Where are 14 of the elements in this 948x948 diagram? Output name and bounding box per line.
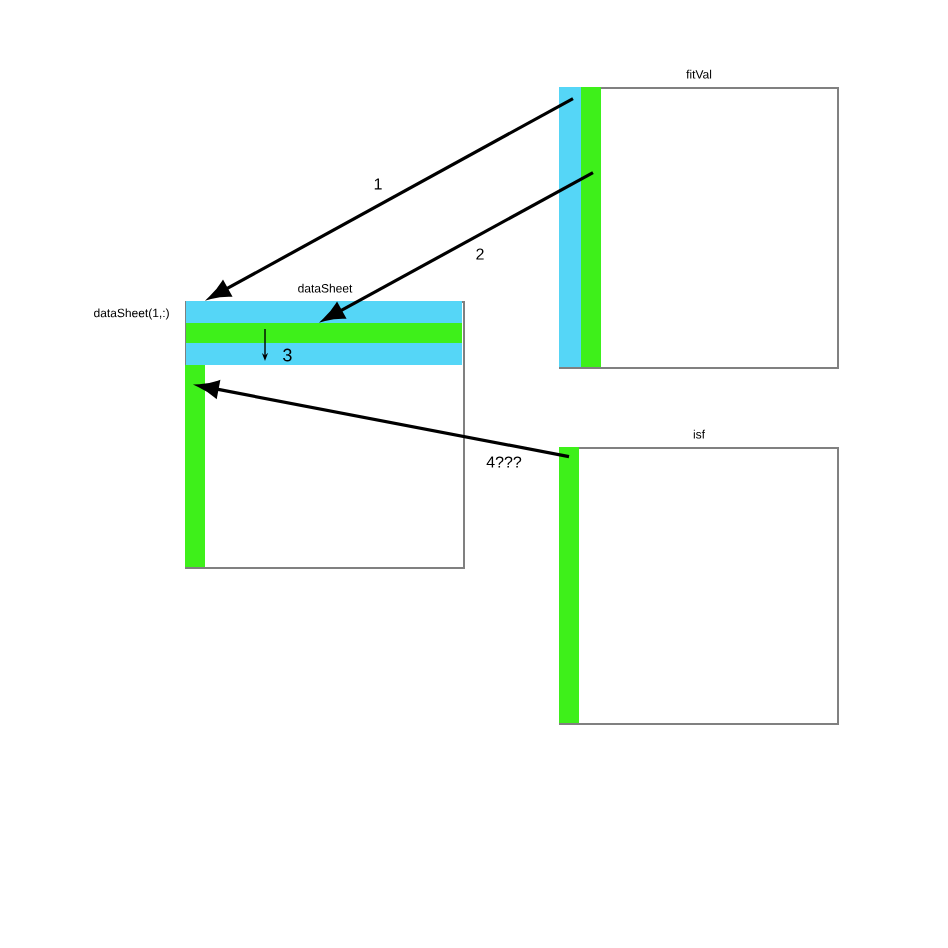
- column-bar: [185, 365, 205, 567]
- column-bar: [559, 447, 579, 723]
- row-bar: [186, 343, 462, 365]
- column-bar: [581, 87, 601, 367]
- edge-label: 3: [283, 348, 292, 362]
- column-bar: [559, 87, 581, 367]
- row-bar: [186, 301, 462, 323]
- arrow: [209, 97, 574, 300]
- edge-label: 1: [374, 178, 382, 190]
- edge-label: 4???: [486, 456, 522, 468]
- edge-label: 2: [476, 248, 484, 260]
- arrow: [197, 380, 570, 459]
- arrow: [323, 171, 594, 322]
- row-bar: [186, 323, 462, 343]
